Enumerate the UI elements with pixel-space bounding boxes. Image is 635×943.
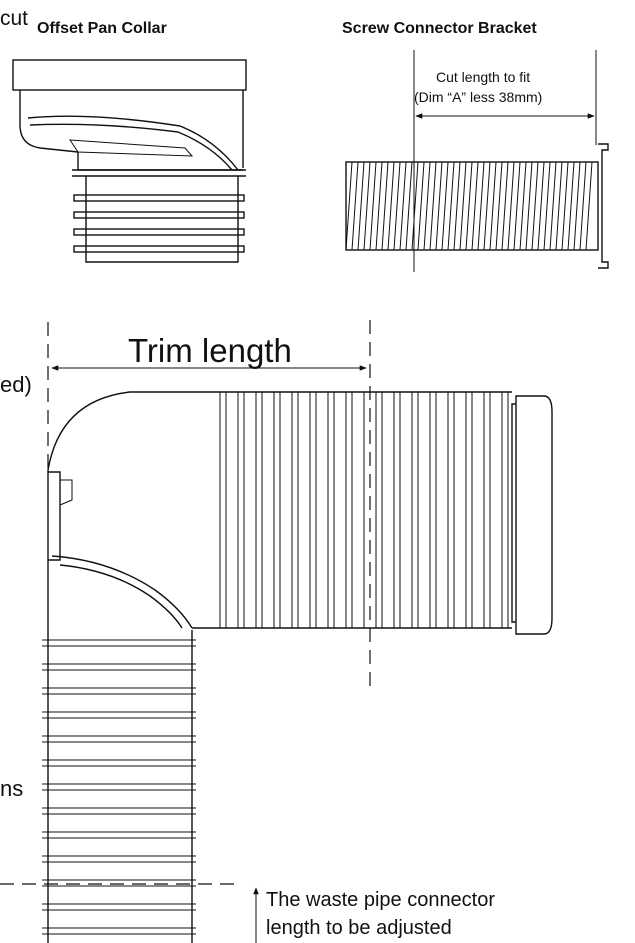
collar-offset-curve-inner xyxy=(29,123,233,171)
elbow-inner-curve-2 xyxy=(59,564,183,629)
screw-connector-bracket-drawing: Cut length to fit (Dim “A” less 38mm) xyxy=(345,50,609,272)
ns-fragment-label: ns xyxy=(0,776,23,801)
horizontal-ribs xyxy=(219,392,509,628)
collar-fin-2 xyxy=(73,211,245,219)
collar-fin-3 xyxy=(73,228,245,236)
collar-left-wall xyxy=(19,90,79,153)
thread-lines xyxy=(345,161,593,251)
elbow-bracket-tab xyxy=(59,479,73,506)
collar-top-rim xyxy=(12,59,247,91)
screw-connector-bracket-title: Screw Connector Bracket xyxy=(342,20,537,37)
bracket-end-clip xyxy=(598,143,609,269)
end-cap xyxy=(515,395,553,635)
vertical-ribs xyxy=(42,639,196,935)
offset-pan-collar-title: Offset Pan Collar xyxy=(37,20,167,37)
collar-spigot xyxy=(85,176,239,263)
collar-offset-curve xyxy=(27,115,239,171)
cut-fragment-label: cut xyxy=(0,7,28,30)
trim-length-label: Trim length xyxy=(128,332,292,369)
waste-note-line2: length to be adjusted xyxy=(266,917,452,939)
pan-connector-assembly xyxy=(42,391,553,943)
elbow-inner-curve xyxy=(51,555,193,629)
elbow-bracket xyxy=(48,471,61,561)
ed-fragment-label: ed) xyxy=(0,372,32,397)
waste-note-line1: The waste pipe connector xyxy=(266,889,495,911)
threaded-body-outline xyxy=(345,161,599,251)
cut-length-label-line1: Cut length to fit xyxy=(436,69,530,85)
elbow-outer-curve xyxy=(47,391,220,471)
collar-fin-1 xyxy=(73,194,245,202)
offset-pan-collar-drawing xyxy=(12,59,247,263)
collar-slot xyxy=(69,139,194,157)
cut-length-label-line2: (Dim “A” less 38mm) xyxy=(414,89,542,105)
collar-fin-4 xyxy=(73,245,245,253)
